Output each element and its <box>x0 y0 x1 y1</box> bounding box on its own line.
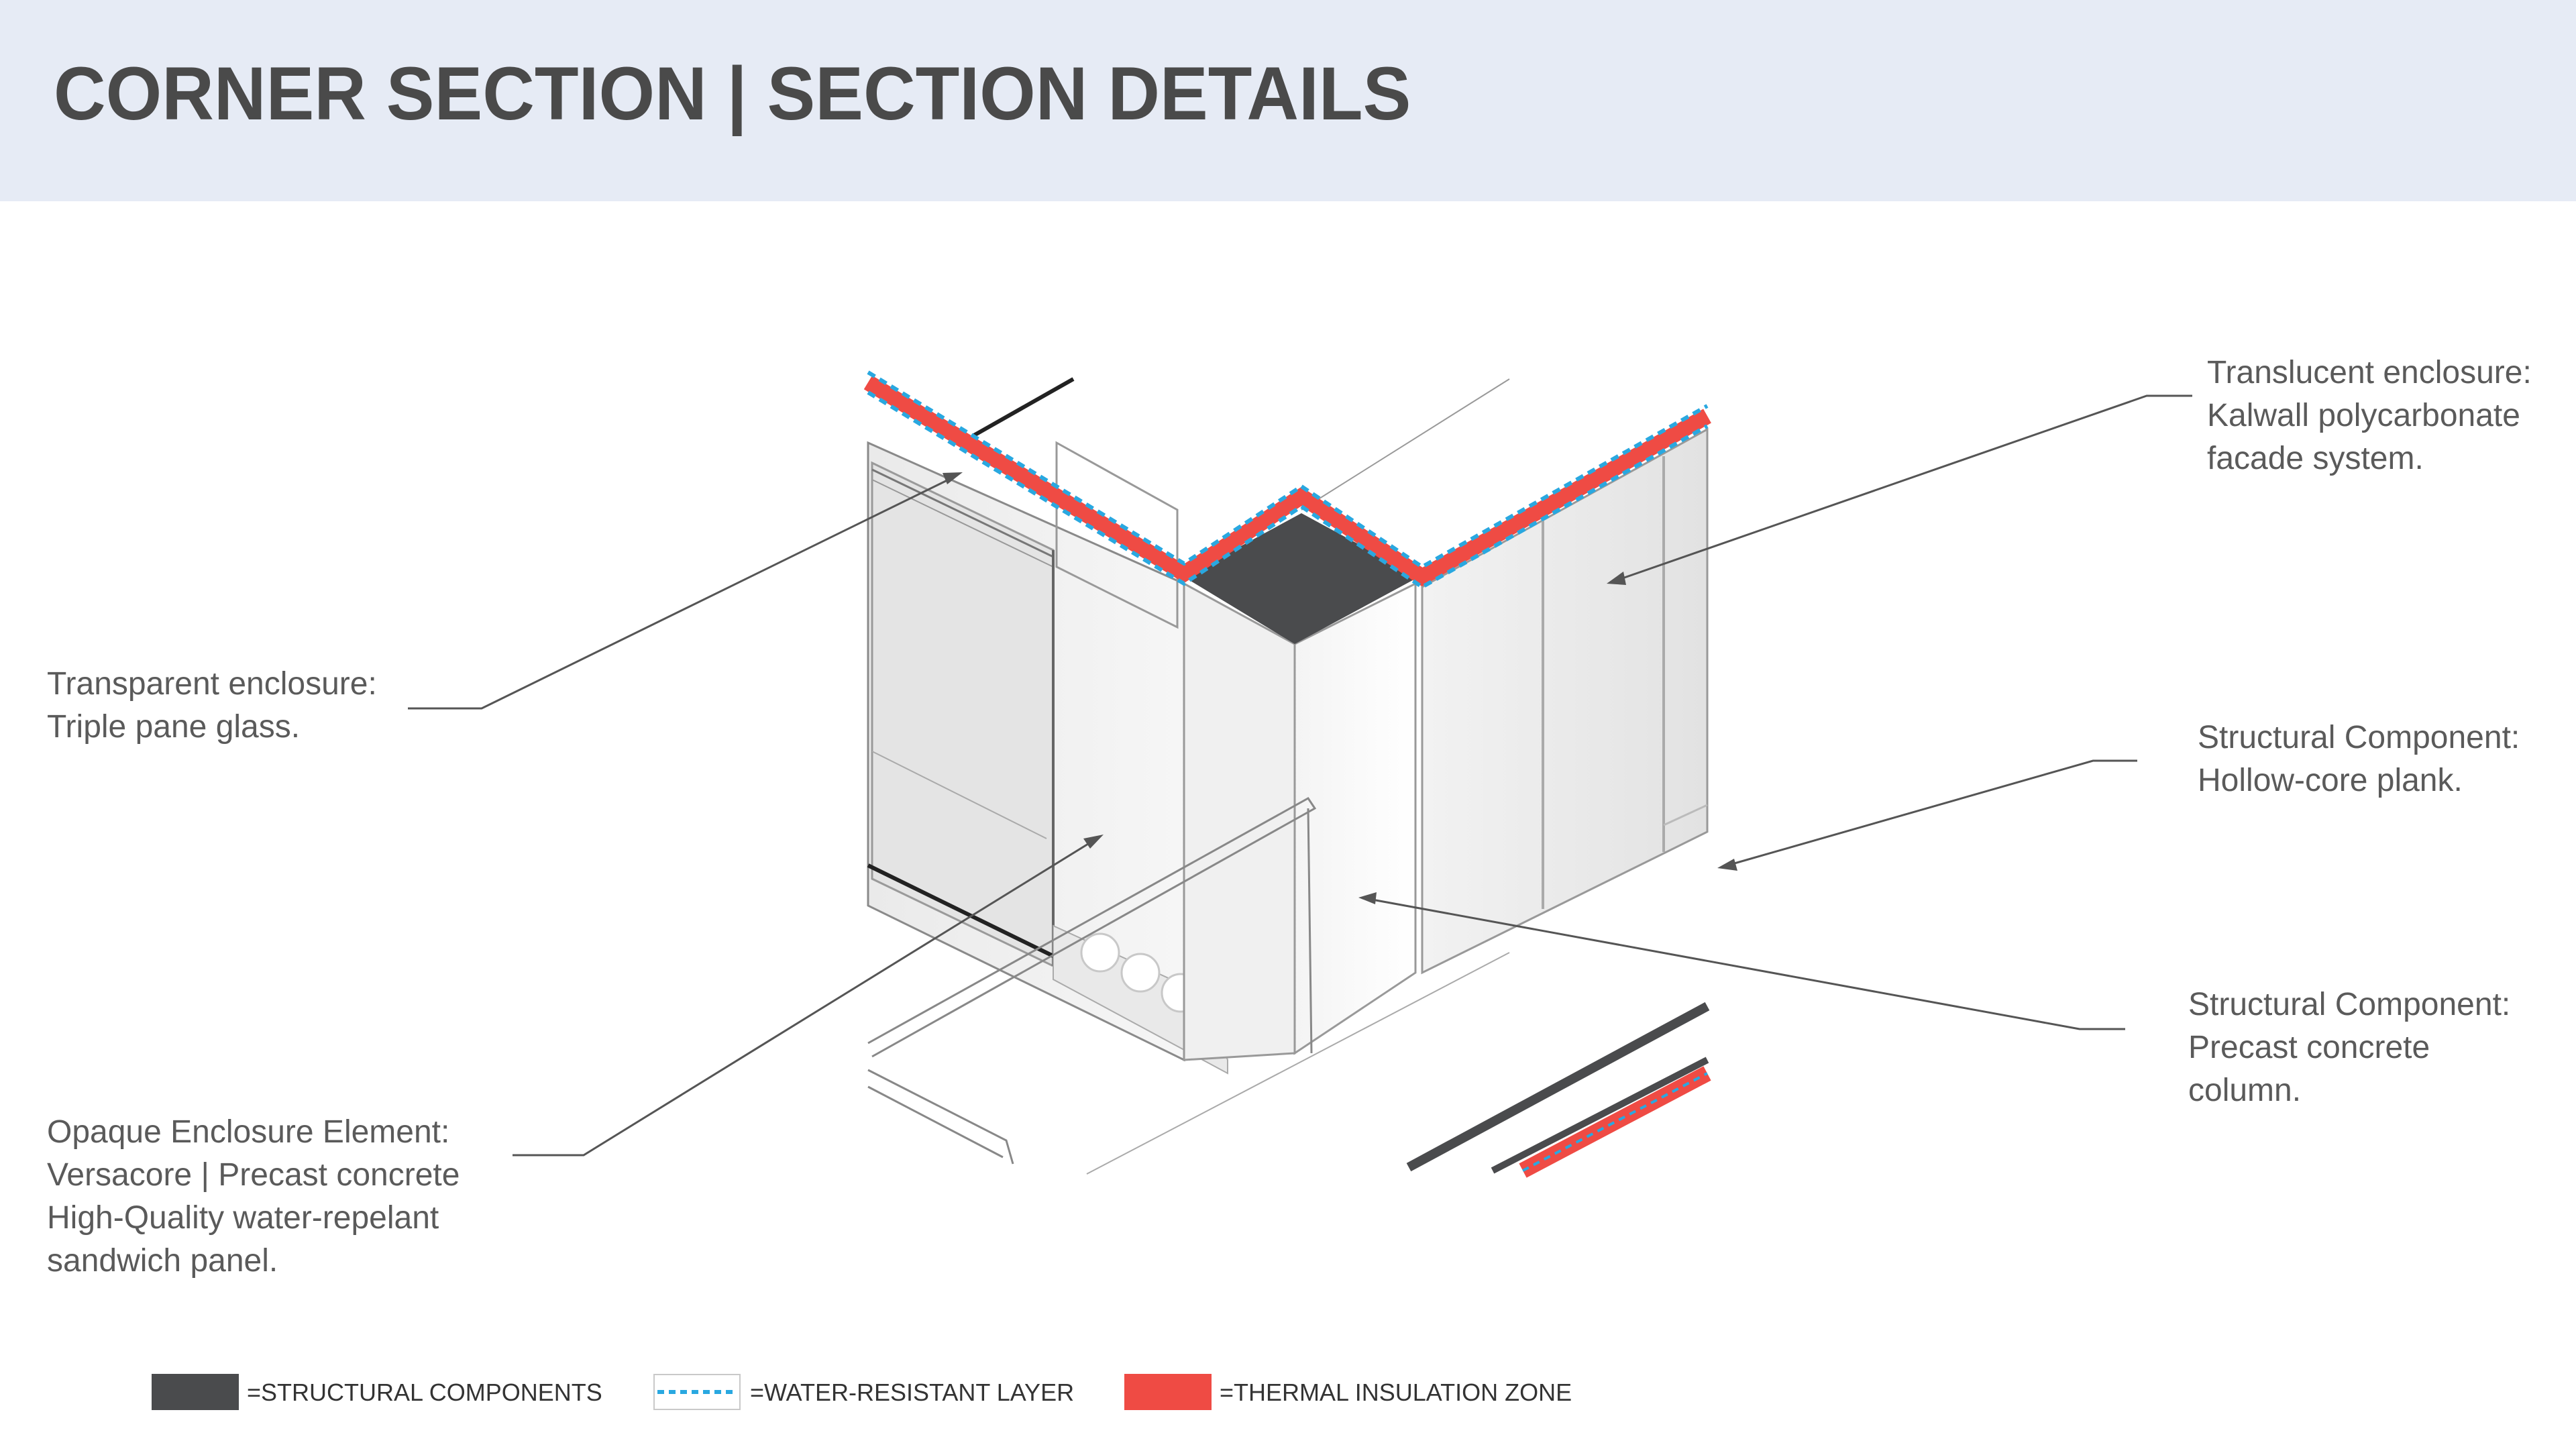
precast-column <box>1183 513 1419 1061</box>
callout-line: Structural Component: <box>2198 720 2520 755</box>
callout-translucent-enclosure: Translucent enclosure: Kalwall polycarbo… <box>2207 352 2532 480</box>
legend-swatch-structural <box>152 1374 239 1410</box>
left-wall <box>867 441 1185 1062</box>
legend-label-thermal: =THERMAL INSULATION ZONE <box>1220 1379 1572 1406</box>
callout-opaque-enclosure: Opaque Enclosure Element: Versacore | Pr… <box>47 1111 460 1283</box>
page-title: CORNER SECTION | SECTION DETAILS <box>54 52 1411 136</box>
legend-water: =WATER-RESISTANT LAYER <box>653 1374 1123 1411</box>
right-wall-kalwall <box>1421 427 1709 975</box>
callout-transparent-enclosure: Transparent enclosure: Triple pane glass… <box>47 663 377 749</box>
callout-line: sandwich panel. <box>47 1243 278 1279</box>
lower-slab-edge <box>1406 1002 1711 1178</box>
legend-swatch-thermal <box>1124 1374 1212 1410</box>
callout-line: Versacore | Precast concrete <box>47 1157 460 1193</box>
legend-label-water: =WATER-RESISTANT LAYER <box>750 1379 1075 1406</box>
thermal-water-layer-top <box>863 370 1711 590</box>
callout-line: Kalwall polycarbonate <box>2207 398 2520 433</box>
leader-lines <box>408 394 2192 1157</box>
legend-swatch-water <box>653 1374 741 1410</box>
callout-line: Precast concrete <box>2188 1030 2430 1065</box>
callout-hollow-core-plank: Structural Component: Hollow-core plank. <box>2198 716 2520 802</box>
callout-line: facade system. <box>2207 441 2424 476</box>
callout-precast-column: Structural Component: Precast concrete c… <box>2188 983 2510 1112</box>
legend-structural: =STRUCTURAL COMPONENTS <box>152 1374 621 1411</box>
ledge-rail <box>867 377 1510 1175</box>
callout-line: Transparent enclosure: <box>47 666 377 702</box>
header-banner: CORNER SECTION | SECTION DETAILS <box>0 0 2576 201</box>
legend-thermal: =THERMAL INSULATION ZONE <box>1124 1374 1634 1411</box>
callout-line: Triple pane glass. <box>47 709 301 745</box>
legend-label-structural: =STRUCTURAL COMPONENTS <box>247 1379 602 1406</box>
callout-line: High-Quality water-repelant <box>47 1200 439 1236</box>
callout-line: Hollow-core plank. <box>2198 763 2463 798</box>
callout-line: Structural Component: <box>2188 987 2511 1022</box>
leader-arrowheads <box>943 472 1737 904</box>
callout-line: Translucent enclosure: <box>2207 355 2532 390</box>
callout-line: column. <box>2188 1073 2302 1108</box>
callout-line: Opaque Enclosure Element: <box>47 1114 450 1150</box>
